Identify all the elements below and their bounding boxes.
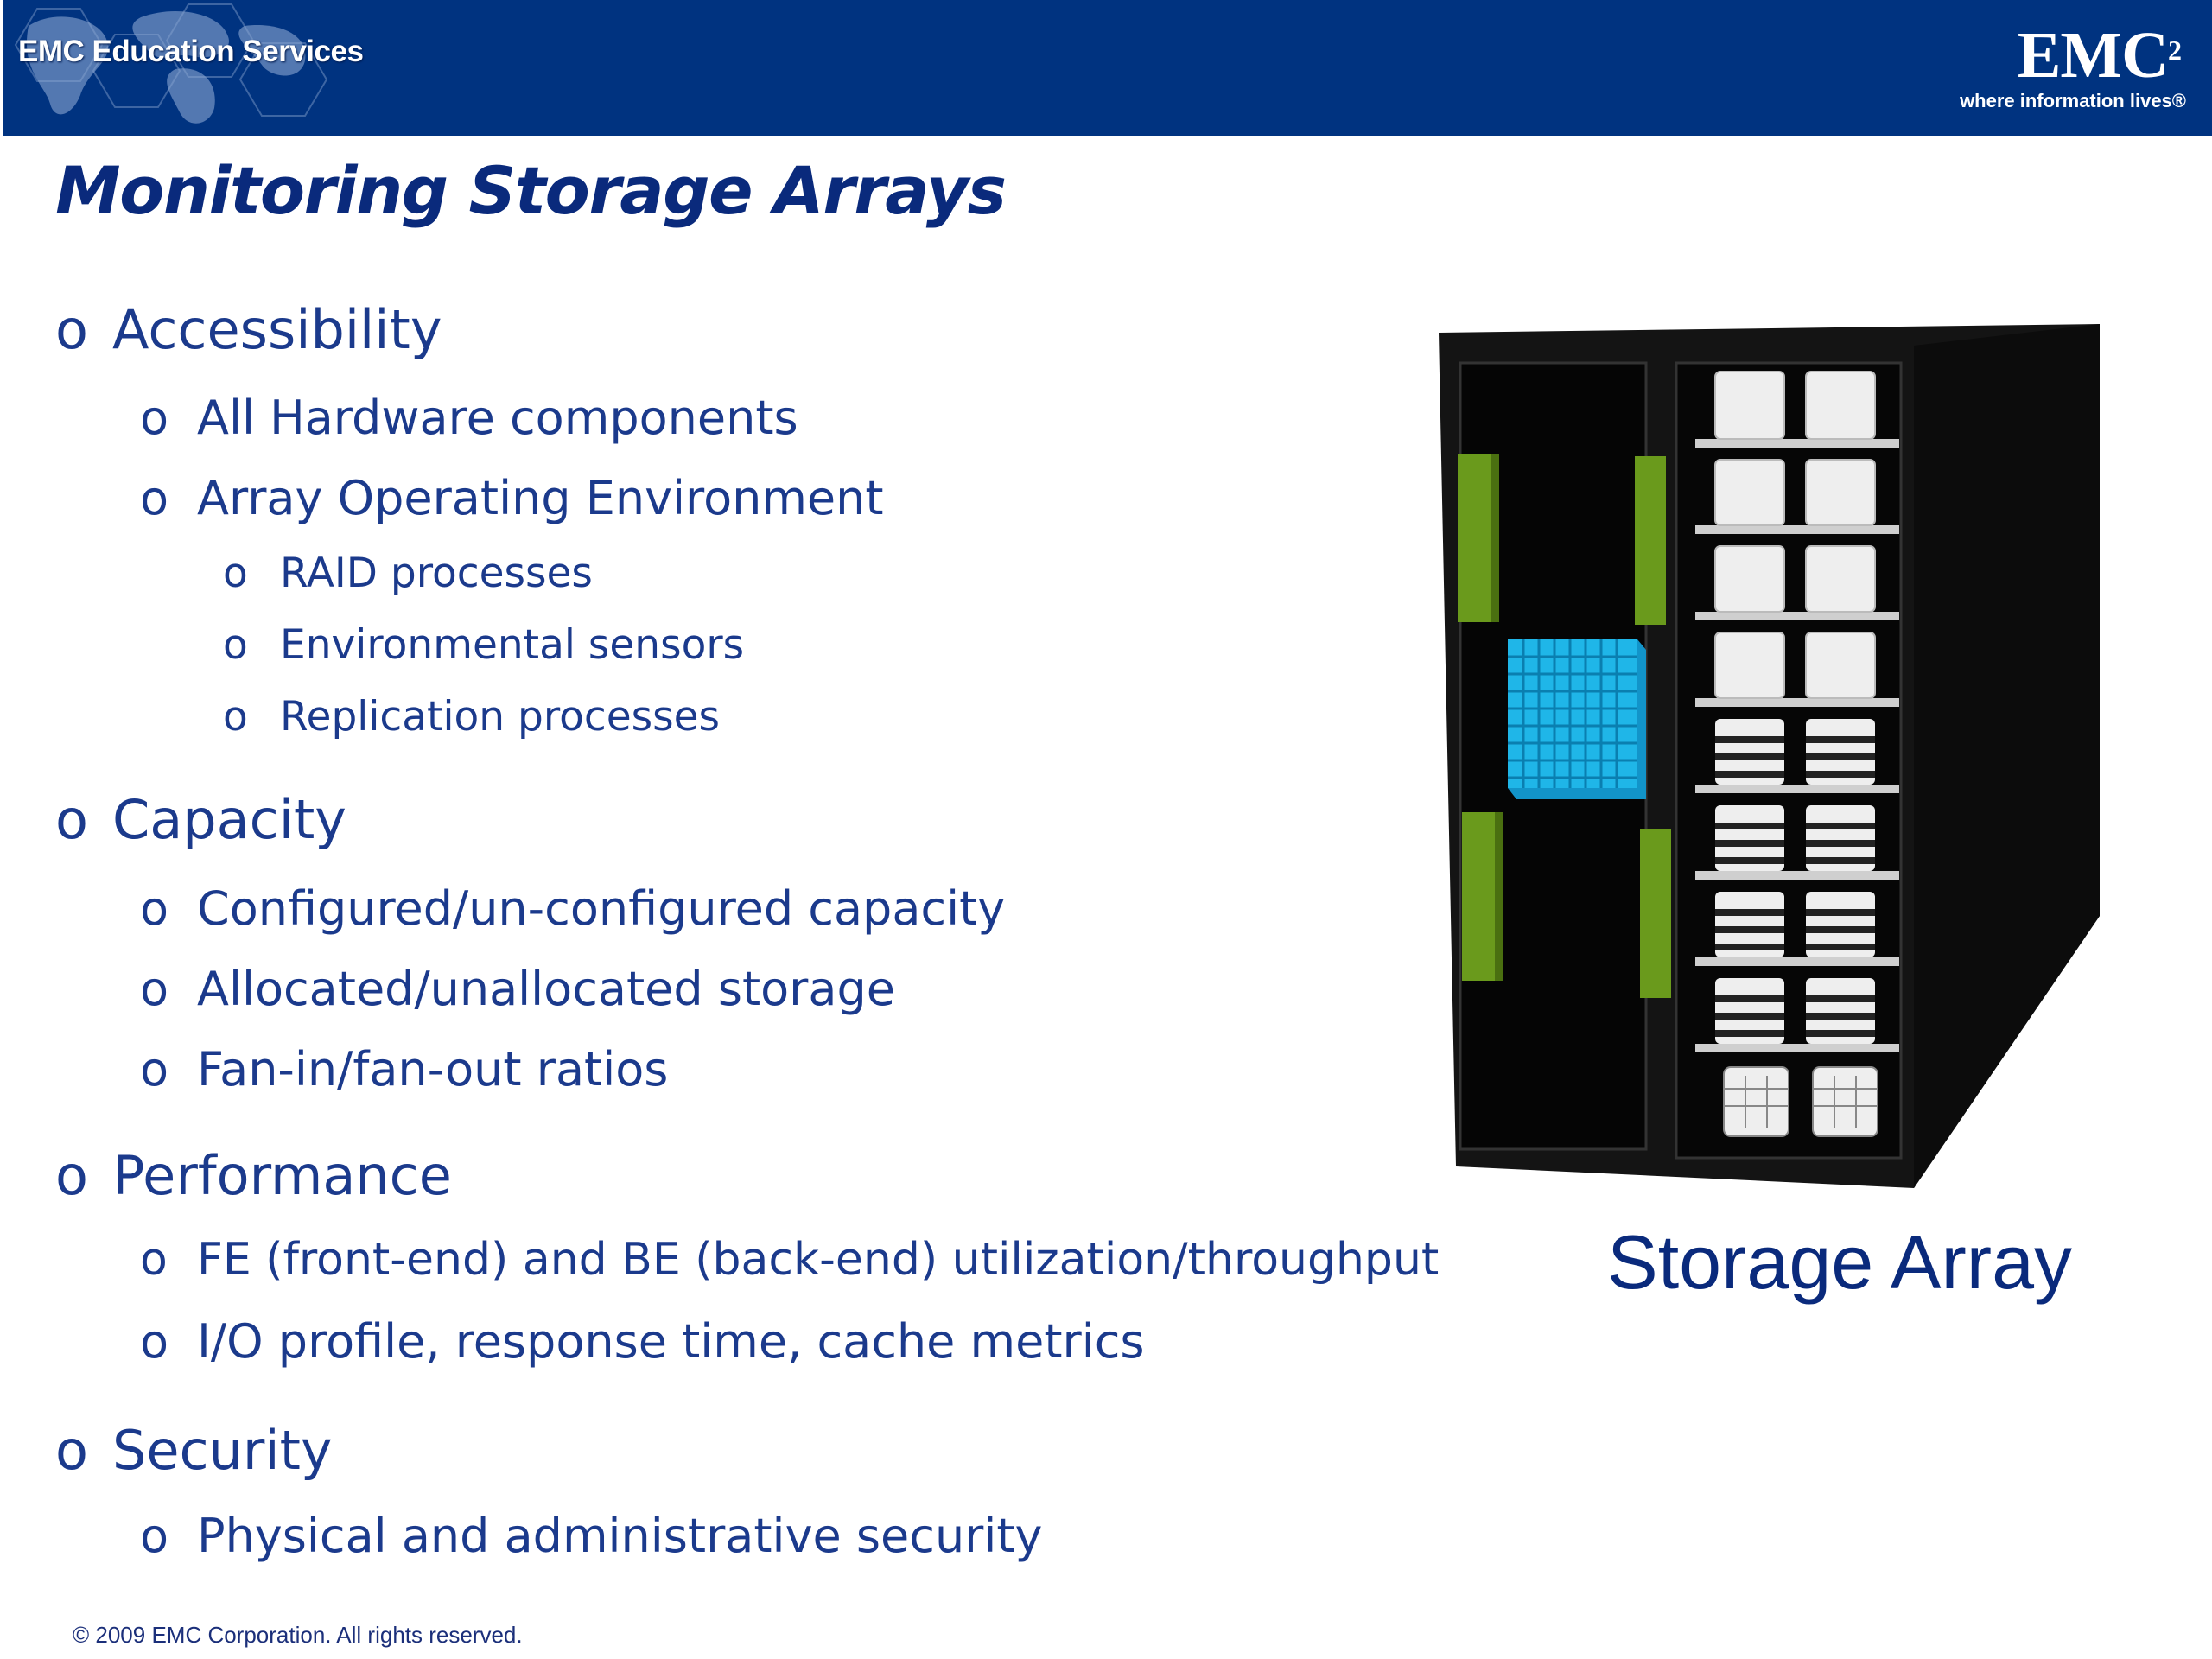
bullet-text: I/O profile, response time, cache metric… (197, 1314, 1145, 1369)
bullet-marker: o (55, 1419, 88, 1482)
bullet-marker: o (140, 962, 169, 1016)
bullet-text: Fan-in/fan-out ratios (197, 1042, 669, 1096)
storage-array-illustration (1439, 324, 2100, 1188)
bullet-item: o FE (front-end) and BE (back-end) utiliz… (140, 1234, 1439, 1286)
emc-tagline: where information lives® (1960, 90, 2186, 111)
bullet-item: o Fan-in/fan-out ratios (140, 1042, 668, 1096)
bullet-marker: o (55, 1144, 88, 1207)
bullet-text: Environmental sensors (280, 621, 745, 669)
bullet-text: All Hardware components (197, 391, 798, 445)
bullet-marker: o (55, 298, 88, 361)
bullet-marker: o (140, 1509, 169, 1563)
bullet-text: FE (front-end) and BE (back-end) utiliza… (197, 1234, 1440, 1286)
disk-shelves (1695, 371, 1899, 1137)
bullet-item: o I/O profile, response time, cache metri… (140, 1314, 1145, 1369)
bullet-item: o Allocated/unallocated storage (140, 962, 895, 1016)
controller-module (1635, 456, 1666, 625)
bullet-text: Array Operating Environment (197, 471, 884, 525)
bullet-item: o Configured/un-configured capacity (140, 881, 1005, 936)
bullet-item: o RAID processes (223, 550, 593, 597)
bullet-text: Capacity (112, 788, 346, 851)
bullet-text: Accessibility (112, 298, 442, 361)
bullet-marker: o (223, 693, 248, 741)
bullet-text: Security (112, 1419, 333, 1482)
bullet-text: Performance (112, 1144, 452, 1207)
bullet-item: o Environmental sensors (223, 621, 744, 669)
bullet-item: o Accessibility (55, 298, 442, 361)
bullet-text: RAID processes (280, 550, 593, 597)
bullet-text: Replication processes (280, 693, 721, 741)
bullet-text: Allocated/unallocated storage (197, 962, 895, 1016)
bullet-item: o Physical and administrative security (140, 1509, 1043, 1563)
bullet-item: o All Hardware components (140, 391, 798, 445)
emc-wordmark: EMC (2017, 19, 2169, 92)
slide-header: EMC Education Services EMC2 where inform… (3, 0, 2212, 136)
bullet-marker: o (55, 788, 88, 851)
bullet-marker: o (140, 881, 169, 936)
bullet-item: o Replication processes (223, 693, 720, 741)
world-map-icon (14, 3, 328, 124)
bullet-marker: o (140, 391, 169, 445)
bullet-item: o Array Operating Environment (140, 471, 884, 525)
controller-module (1640, 830, 1671, 998)
bullet-text: Physical and administrative security (197, 1509, 1043, 1563)
bullet-marker: o (140, 1234, 168, 1286)
bullet-marker: o (223, 621, 248, 669)
bullet-text: Configured/un-configured capacity (197, 881, 1006, 936)
education-services-label: EMC Education Services (18, 35, 364, 68)
emc-superscript: 2 (2168, 35, 2182, 66)
emc-logo: EMC2 where information lives® (1960, 19, 2186, 112)
image-caption: Storage Array (1607, 1219, 2073, 1305)
copyright-footer: © 2009 EMC Corporation. All rights reser… (73, 1622, 523, 1648)
bullet-item: o Performance (55, 1144, 452, 1207)
bullet-marker: o (223, 550, 248, 597)
bullet-item: o Capacity (55, 788, 346, 851)
bullet-item: o Security (55, 1419, 333, 1482)
slide-title: Monitoring Storage Arrays (55, 152, 1007, 229)
cache-module (1508, 639, 1646, 799)
bullet-marker: o (140, 471, 169, 525)
bullet-marker: o (140, 1314, 169, 1369)
bullet-marker: o (140, 1042, 169, 1096)
